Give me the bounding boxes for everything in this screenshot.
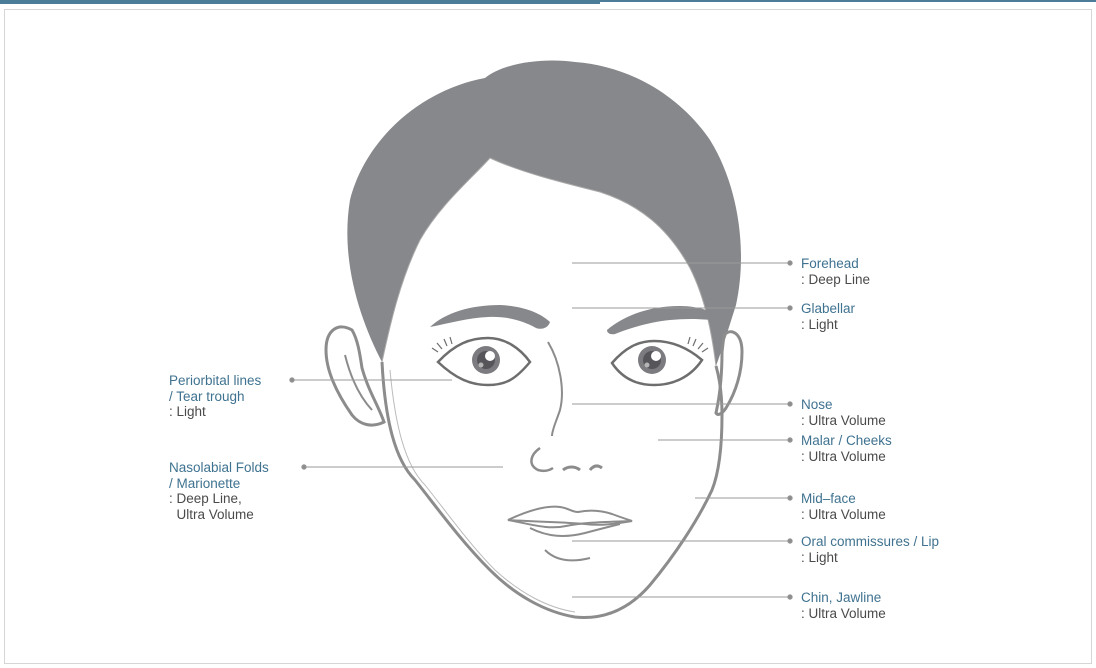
label-nasolabial-title-2: / Marionette xyxy=(169,476,269,492)
label-forehead-desc: : Deep Line xyxy=(801,272,870,288)
label-oral-title: Oral commissures / Lip xyxy=(801,534,939,550)
label-nose-title: Nose xyxy=(801,397,886,413)
nose-left-wing xyxy=(531,448,553,471)
label-forehead: Forehead : Deep Line xyxy=(801,256,870,287)
nose-bridge xyxy=(548,342,562,436)
label-glabellar: Glabellar : Light xyxy=(801,301,855,332)
label-nose-desc: : Ultra Volume xyxy=(801,413,886,429)
face-outline-inner xyxy=(390,370,575,612)
label-malar: Malar / Cheeks : Ultra Volume xyxy=(801,433,892,464)
label-periorbital-desc: : Light xyxy=(169,404,261,420)
label-midface-title: Mid–face xyxy=(801,491,886,507)
label-oral: Oral commissures / Lip : Light xyxy=(801,534,939,565)
label-nasolabial: Nasolabial Folds / Marionette : Deep Lin… xyxy=(169,460,269,522)
label-chin: Chin, Jawline : Ultra Volume xyxy=(801,590,886,621)
label-midface: Mid–face : Ultra Volume xyxy=(801,491,886,522)
nose-nostril-right xyxy=(590,466,602,470)
chin-crease xyxy=(545,550,590,560)
label-forehead-title: Forehead xyxy=(801,256,870,272)
label-nasolabial-title-1: Nasolabial Folds xyxy=(169,460,269,476)
left-eye xyxy=(432,337,530,385)
label-chin-desc: : Ultra Volume xyxy=(801,606,886,622)
label-glabellar-desc: : Light xyxy=(801,317,855,333)
label-periorbital: Periorbital lines / Tear trough : Light xyxy=(169,373,261,420)
label-periorbital-title-2: / Tear trough xyxy=(169,389,261,405)
face-outline xyxy=(382,362,722,617)
label-glabellar-title: Glabellar xyxy=(801,301,855,317)
label-nose: Nose : Ultra Volume xyxy=(801,397,886,428)
left-eyebrow xyxy=(430,305,550,329)
label-oral-desc: : Light xyxy=(801,550,939,566)
label-malar-desc: : Ultra Volume xyxy=(801,449,892,465)
right-eye xyxy=(612,337,708,385)
label-chin-title: Chin, Jawline xyxy=(801,590,886,606)
nose-nostril-left xyxy=(563,467,580,470)
label-midface-desc: : Ultra Volume xyxy=(801,507,886,523)
label-malar-title: Malar / Cheeks xyxy=(801,433,892,449)
label-periorbital-title-1: Periorbital lines xyxy=(169,373,261,389)
label-nasolabial-desc-1: : Deep Line, xyxy=(169,491,269,507)
label-nasolabial-desc-2: Ultra Volume xyxy=(169,507,269,523)
